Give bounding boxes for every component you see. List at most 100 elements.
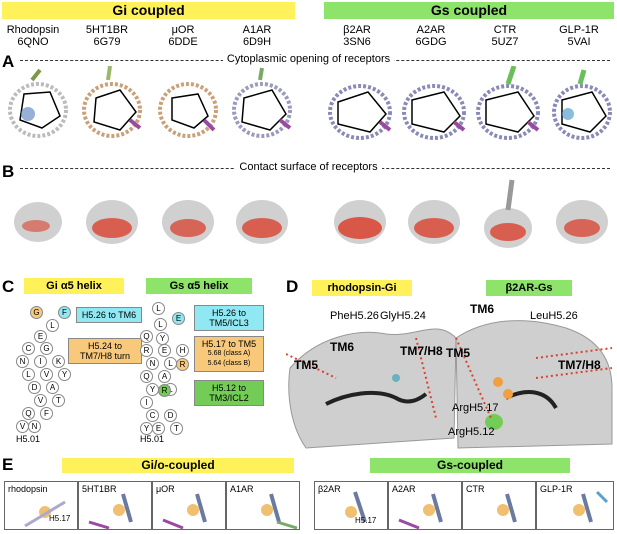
e-box-label: A2AR [392,484,416,494]
e-box-a1ar: A1AR [226,481,300,530]
a2ar-opening [402,84,466,140]
residue: N [16,355,29,368]
e-box-a2ar: A2AR [388,481,462,530]
gs-h526-box: H5.26 to TM5/ICL3 [194,305,264,331]
e-box-structure [24,500,66,528]
e-box-structure [573,490,609,523]
gs-a5-title: Gs α5 helix [146,278,252,294]
e-box-label: GLP-1R [540,484,573,494]
gi-h524-box: H5.24 to TM7/H8 turn [68,338,142,364]
e-box-label: A1AR [230,484,254,494]
arg512-label: ArgH5.12 [448,426,495,438]
panel-d-letter: D [286,277,299,296]
panel-a-letter: A [2,52,15,71]
e-box-label: β2AR [318,484,341,494]
5ht1br-surface [86,200,138,244]
b2ar-surface [334,200,386,244]
gly-label: GlyH5.24 [380,310,426,322]
residue: Y [58,368,71,381]
residue: I [34,355,47,368]
b2ar-gs-title: β2AR-Gs [486,280,572,296]
glp1r-opening [552,69,612,140]
residue: C [146,409,159,422]
residue: A [158,370,171,383]
e-box-glp1r: GLP-1R [536,481,614,530]
e-box-structure [261,493,298,529]
residue: D [164,409,177,422]
mor-surface [162,200,214,244]
tm7-right-label: TM7/H8 [558,358,601,372]
gs-h517-sub2: 5.64 (class B) [207,360,251,367]
panel-b-letter: B [2,162,15,181]
contact-surface-structures [14,179,608,248]
mor-opening [158,82,218,138]
residue: C [22,342,35,355]
residue: L [22,368,35,381]
gs-coupled-e-banner: Gs-coupled [370,458,570,473]
e-box-structure [345,491,367,523]
gio-coupled-banner: Gi/o-coupled [62,458,294,473]
panel-e-letter: E [2,455,14,474]
tm7-left-label: TM7/H8 [400,344,443,358]
a1ar-opening [232,67,292,138]
residue: G [30,306,43,319]
e-box-structure [88,493,133,529]
tm5-right-label: TM5 [446,346,470,360]
e-box-b2ar: β2AR H5.17 [314,481,388,530]
arg517-label: ArgH5.17 [452,402,499,414]
residue: R [158,384,171,397]
tm6-right-label: TM6 [470,302,494,316]
gs-coupled-banner: Gs coupled [324,2,614,19]
residue: R [140,344,153,357]
interface-surface-image [286,298,616,454]
residue: L [164,357,177,370]
e-box-structure [162,493,207,529]
e-box-structure [497,493,517,523]
glp1r-surface [556,200,608,244]
e-box-structure [398,493,443,529]
h517-label: H5.17 [355,516,377,525]
e-box-rhodopsin: rhodopsin H5.17 [4,481,78,530]
gs-h517-sub1: 5.68 (class A) [207,350,251,357]
residue: V [40,368,53,381]
residue: Y [156,332,169,345]
residue: D [28,381,41,394]
panel-b-caption: Contact surface of receptors [0,161,617,173]
residue: G [40,342,53,355]
residue: Y [140,422,153,435]
residue: A [46,381,59,394]
residue: L [46,319,59,332]
e-box-ctr: CTR [462,481,536,530]
a1ar-surface [236,200,288,244]
tm6-left-label: TM6 [330,340,354,354]
e-box-label: rhodopsin [8,484,48,494]
ctr-opening [476,66,540,140]
gi-h501-label: H5.01 [16,434,41,444]
residue: T [52,394,65,407]
panel-a-caption: Cytoplasmic opening of receptors [0,53,617,65]
e-box-label: μOR [156,484,175,494]
cytoplasmic-opening-structures [8,66,612,140]
residue: N [146,357,159,370]
rhodopsin-surface [14,202,62,242]
panel-c-letter: C [2,277,15,296]
e-box-mor: μOR [152,481,226,530]
leu-label: LeuH5.26 [530,310,578,322]
gi-a5-title: Gi α5 helix [24,278,124,294]
ctr-surface [484,179,532,248]
rhodopsin-opening [8,68,68,138]
a2ar-surface [408,200,460,244]
residue: E [34,330,47,343]
rhodopsin-gi-title: rhodopsin-Gi [312,280,412,296]
residue: Q [140,370,153,383]
residue: H [176,344,189,357]
h517-label: H5.17 [49,514,71,523]
residue: K [52,355,65,368]
gi-coupled-banner: Gi coupled [2,2,295,19]
residue: T [170,422,183,435]
